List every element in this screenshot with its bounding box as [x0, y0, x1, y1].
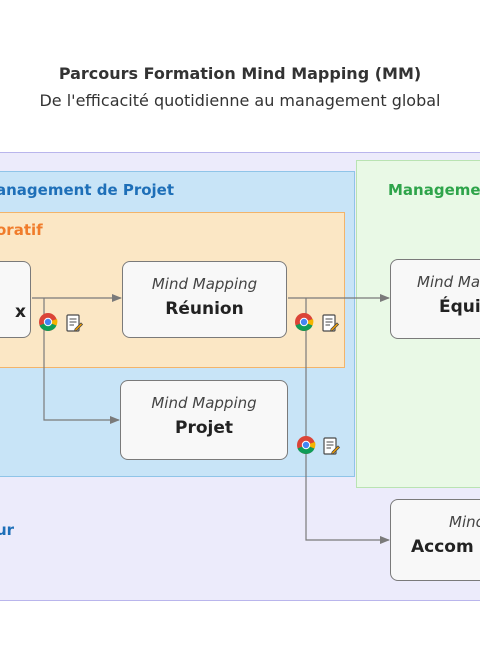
node-mm-reunion[interactable]: Mind Mapping Réunion	[122, 261, 287, 338]
node-mm-equipe[interactable]: Mind Ma Équi	[390, 259, 480, 339]
chrome-icon[interactable]	[294, 312, 314, 332]
node-projet-title: Projet	[174, 418, 233, 438]
edge-left-to-projet	[43, 298, 120, 424]
node-equipe-subtitle: Mind Ma	[417, 273, 480, 291]
node-accomp-subtitle: Mind	[449, 513, 480, 531]
region-label-collaboratif: oratif	[0, 221, 43, 239]
node-mm-projet[interactable]: Mind Mapping Projet	[120, 380, 288, 460]
region-label-management-projet: anagement de Projet	[0, 181, 175, 199]
notes-icon[interactable]	[320, 313, 340, 333]
node-left-title: x	[15, 302, 26, 322]
edge-reunion-to-accomp	[305, 298, 390, 544]
node-left-partial[interactable]: x	[0, 261, 31, 338]
node-projet-subtitle: Mind Mapping	[151, 394, 257, 412]
chrome-icon[interactable]	[38, 312, 58, 332]
node-accomp-title: Accom	[411, 537, 474, 557]
notes-icon[interactable]	[64, 313, 84, 333]
page-subtitle: De l'efficacité quotidienne au managemen…	[39, 91, 441, 110]
region-label-outer: ur	[0, 521, 15, 539]
node-equipe-title: Équi	[439, 297, 480, 317]
node-reunion-subtitle: Mind Mapping	[151, 275, 258, 293]
chrome-icon[interactable]	[296, 435, 316, 455]
notes-icon[interactable]	[321, 436, 341, 456]
node-reunion-title: Réunion	[165, 299, 244, 319]
region-label-management: Manageme	[388, 181, 480, 199]
page-title: Parcours Formation Mind Mapping (MM)	[58, 64, 422, 83]
node-mm-accompagnement[interactable]: Mind Accom	[390, 499, 480, 581]
